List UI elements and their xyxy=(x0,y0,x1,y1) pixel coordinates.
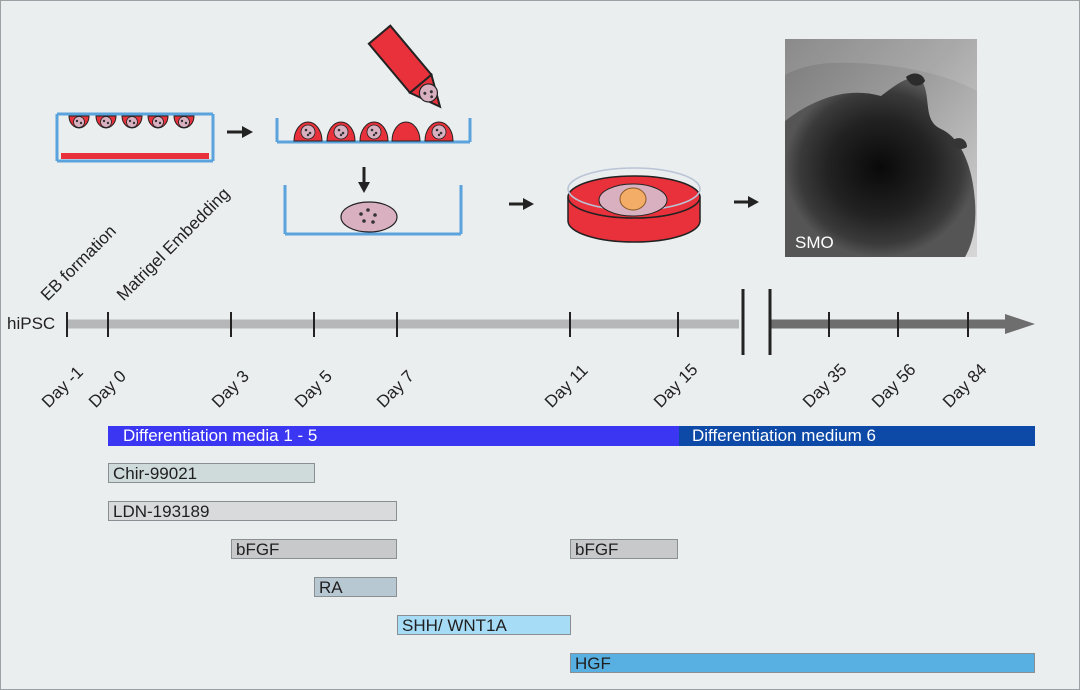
embedding-plate-icon xyxy=(275,118,472,144)
factor-bar-ldn: LDN-193189 xyxy=(108,501,397,521)
hipsc-label: hiPSC xyxy=(7,314,56,333)
factor-bar-bfgf-late: bFGF xyxy=(570,539,678,559)
factor-bar-chir: Chir-99021 xyxy=(108,463,315,483)
matrigel-droplet-icon xyxy=(391,121,421,142)
factor-bar-hgf: HGF xyxy=(570,653,1035,673)
timeline-axis xyxy=(66,289,1035,355)
smo-label: SMO xyxy=(795,233,834,252)
matrigel-droplet-icon xyxy=(293,121,323,142)
pipette-icon xyxy=(367,24,442,109)
matrigel-dish-icon xyxy=(283,185,463,236)
axis-arrowhead-icon xyxy=(1005,314,1035,334)
smo-micrograph xyxy=(785,39,977,257)
arrow-down-icon xyxy=(358,167,370,193)
eb-formation-plate-icon xyxy=(55,112,215,163)
arrow-right-icon xyxy=(734,196,759,208)
media-bar-6: Differentiation medium 6 xyxy=(679,426,1035,446)
arrow-right-icon xyxy=(509,198,534,210)
eb-droplet-icon xyxy=(68,115,90,129)
eb-droplet-icon xyxy=(147,115,169,129)
factor-bar-bfgf: bFGF xyxy=(231,539,397,559)
culture-dish-icon xyxy=(567,167,701,243)
matrigel-droplet-icon xyxy=(326,121,356,142)
arrow-right-icon xyxy=(227,126,253,138)
eb-droplet-icon xyxy=(95,115,117,129)
matrigel-droplet-icon xyxy=(359,121,389,142)
media-bar-1-5: Differentiation media 1 - 5 xyxy=(108,426,679,446)
factor-bar-ra: RA xyxy=(314,577,397,597)
eb-droplet-icon xyxy=(121,115,143,129)
eb-droplet-icon xyxy=(173,115,195,129)
factor-bar-shh-wnt1a: SHH/ WNT1A xyxy=(397,615,571,635)
matrigel-droplet-icon xyxy=(424,121,454,142)
